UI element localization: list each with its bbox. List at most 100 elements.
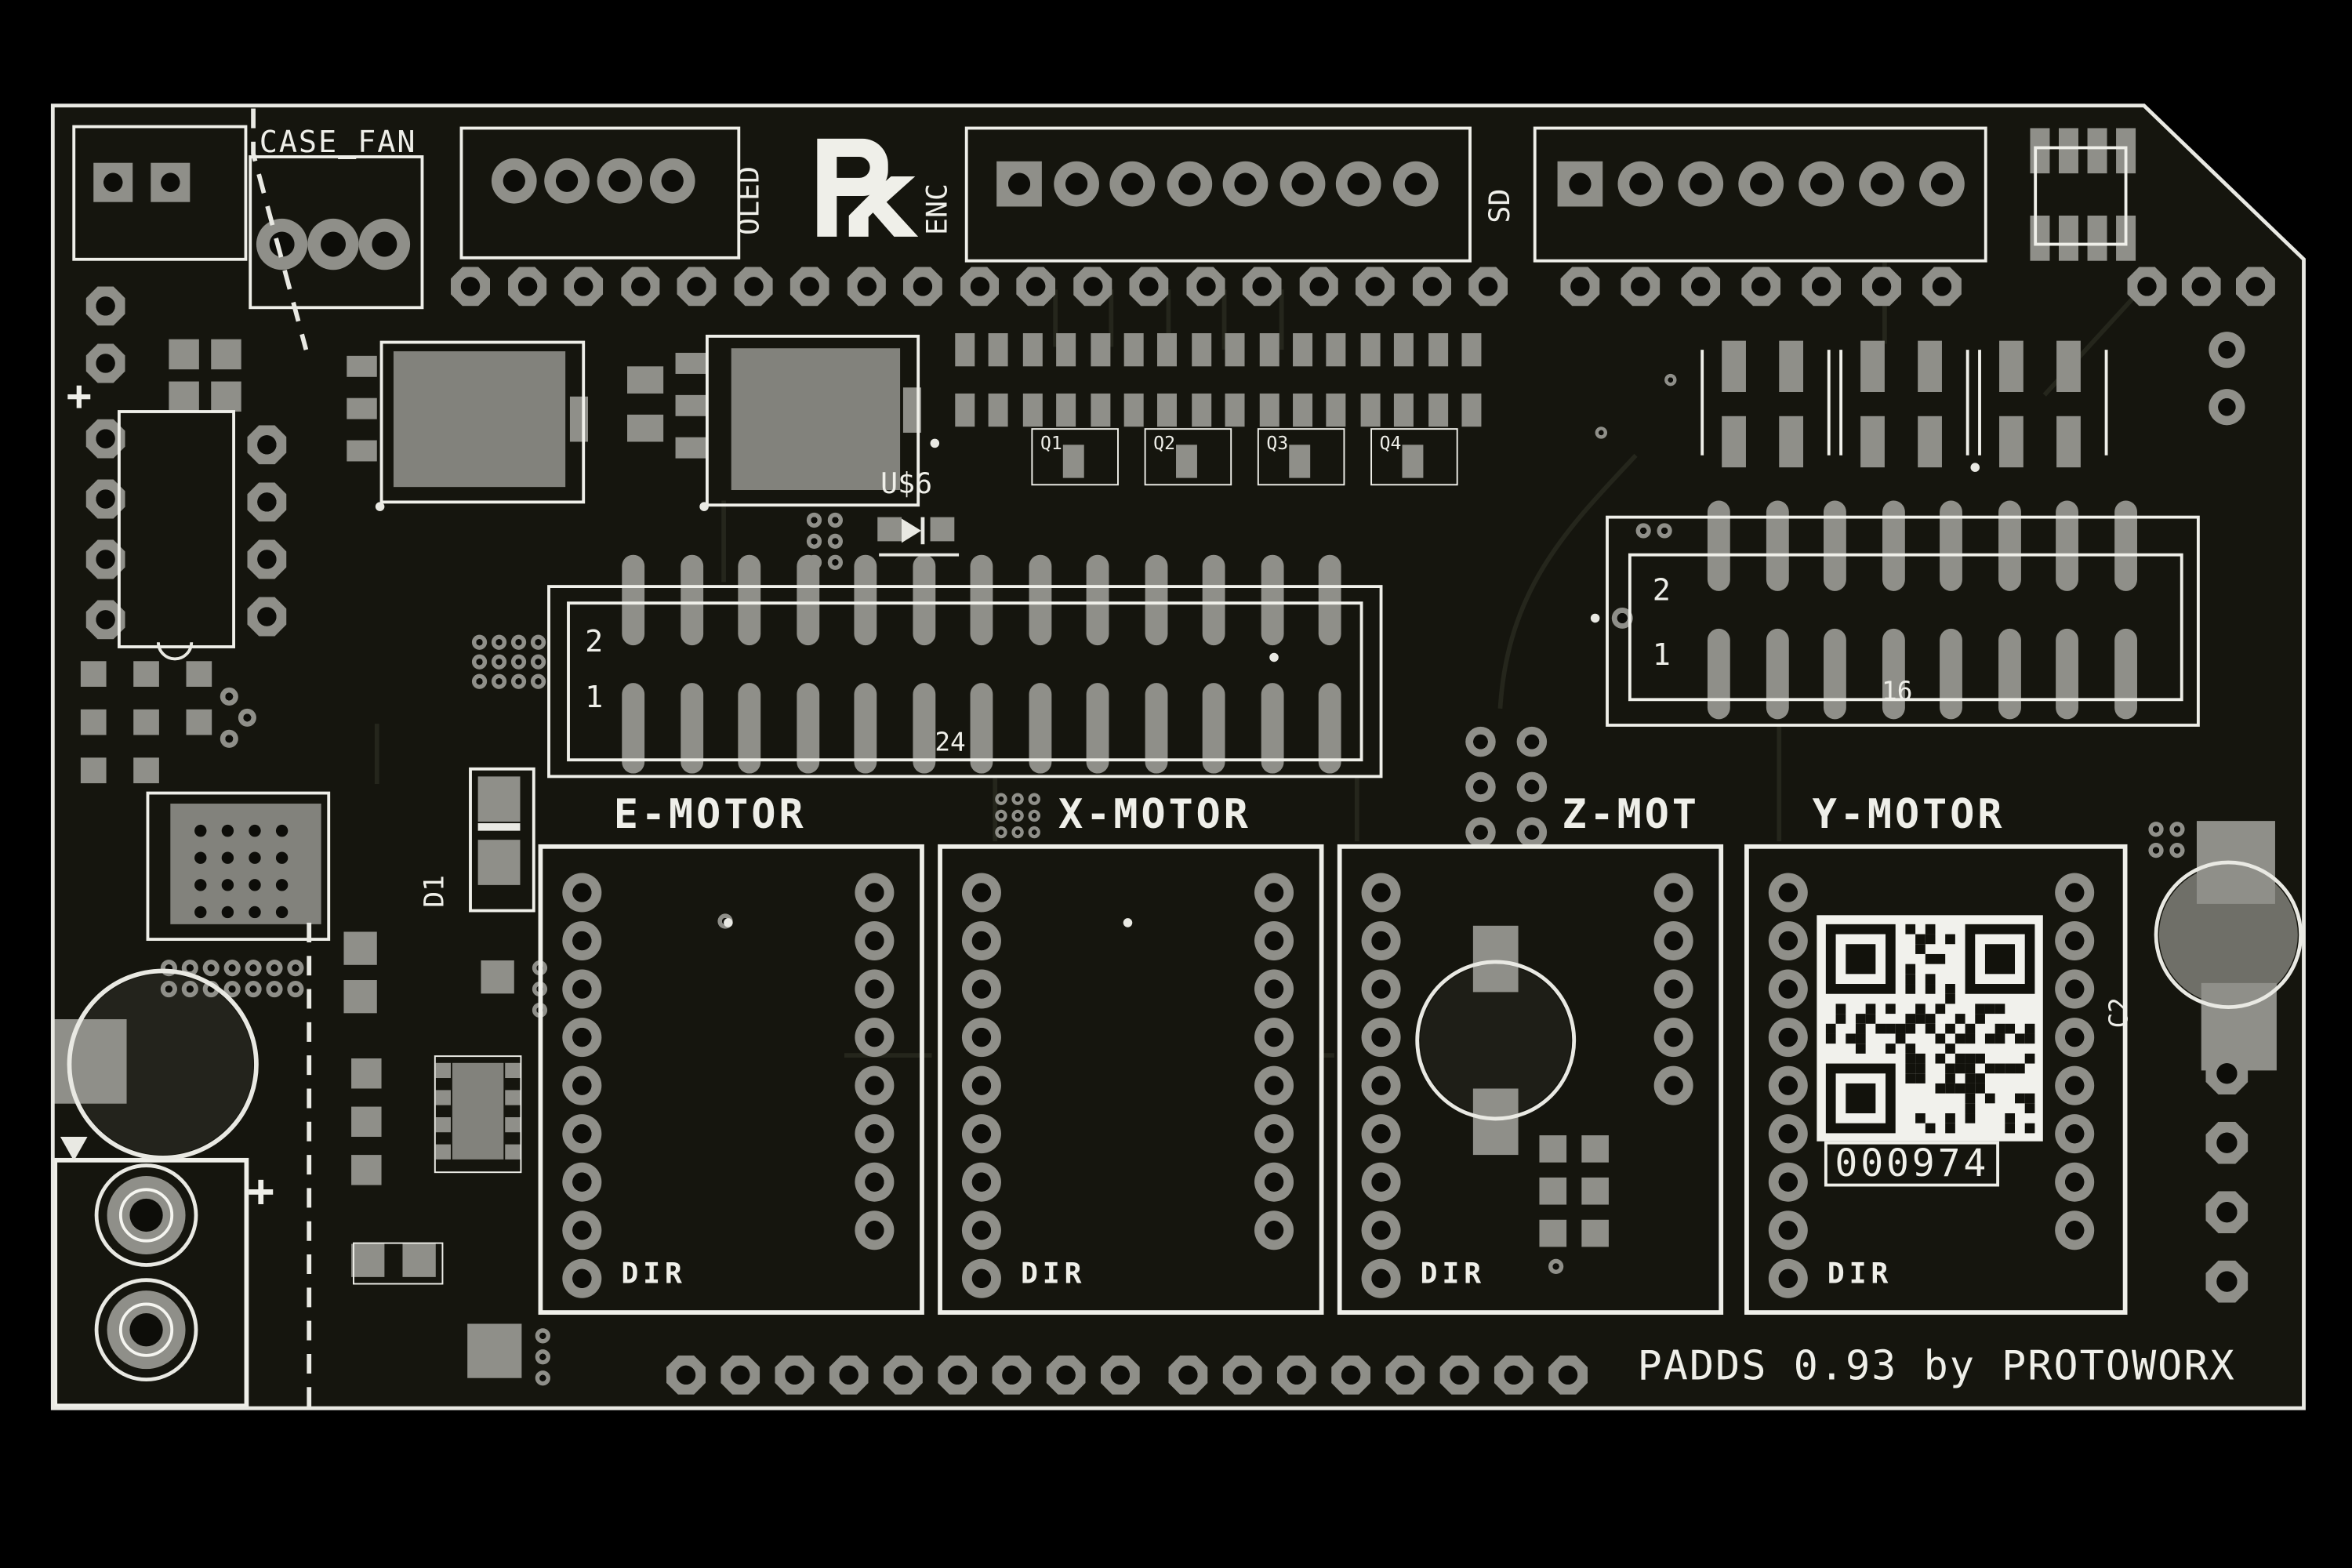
smd-pad bbox=[211, 339, 241, 370]
sot-outline-3 bbox=[1978, 350, 2108, 456]
through-hole-pad bbox=[1279, 161, 1325, 207]
power-connector-outline bbox=[53, 1157, 249, 1409]
smd-pad bbox=[1461, 393, 1482, 427]
through-hole-pad bbox=[2205, 1121, 2249, 1164]
through-hole-pad bbox=[2055, 1114, 2095, 1154]
through-hole-pad bbox=[960, 267, 1000, 307]
through-hole-pad bbox=[961, 1114, 1001, 1154]
slot-pad bbox=[1823, 628, 1846, 720]
slot-pad bbox=[738, 554, 761, 646]
pin-dot bbox=[221, 906, 234, 919]
smd-pad bbox=[989, 393, 1009, 427]
through-hole-pad bbox=[855, 1162, 895, 1202]
slot-pad bbox=[680, 554, 703, 646]
smd-pad bbox=[1539, 1219, 1567, 1247]
smd-pad bbox=[80, 661, 107, 687]
sot-outline-1 bbox=[1700, 350, 1831, 456]
through-hole-pad bbox=[1331, 1355, 1371, 1395]
connector24-outline bbox=[547, 585, 1383, 779]
through-hole-pad bbox=[1361, 921, 1401, 961]
through-hole-pad bbox=[1361, 873, 1401, 913]
smd-pad bbox=[133, 757, 159, 784]
through-hole-pad bbox=[789, 267, 829, 307]
connector24-inner-outline bbox=[567, 601, 1363, 762]
smd-pad bbox=[1360, 393, 1381, 427]
through-hole-pad bbox=[2205, 1191, 2249, 1234]
via bbox=[510, 654, 527, 670]
smd-pad bbox=[133, 661, 159, 687]
slot-pad bbox=[1202, 554, 1225, 646]
smd-pad bbox=[989, 333, 1009, 367]
plus-marking-top: + bbox=[66, 371, 93, 421]
through-hole-pad bbox=[1516, 771, 1548, 803]
connector16-pin1-label: 1 bbox=[1652, 636, 1671, 673]
through-hole-pad bbox=[1859, 161, 1904, 207]
via bbox=[491, 634, 507, 650]
smd-pad bbox=[351, 1106, 382, 1138]
smd-pad bbox=[1402, 445, 1424, 478]
via bbox=[1011, 793, 1024, 805]
pin-dot bbox=[194, 879, 207, 891]
through-hole-pad bbox=[1653, 873, 1693, 913]
square-pad bbox=[93, 162, 133, 202]
through-hole-pad bbox=[1361, 1162, 1401, 1202]
smd-pad bbox=[1779, 416, 1804, 468]
slot-pad bbox=[1260, 683, 1283, 774]
slot-pad bbox=[622, 554, 645, 646]
via bbox=[238, 708, 256, 727]
through-hole-pad bbox=[961, 873, 1001, 913]
through-hole-pad bbox=[2181, 267, 2221, 307]
label-z-motor: Z-MOT bbox=[1562, 791, 1700, 839]
component-body bbox=[393, 351, 566, 488]
smd-pad bbox=[1258, 333, 1279, 367]
smd-pad bbox=[1123, 333, 1144, 367]
via bbox=[806, 512, 822, 528]
capacitor-outline-left bbox=[67, 968, 259, 1160]
fan-connector-outline bbox=[249, 155, 424, 310]
slot-pad bbox=[1765, 500, 1788, 591]
smd-pad bbox=[347, 440, 377, 462]
smd-pad bbox=[186, 661, 212, 687]
through-hole-pad bbox=[247, 539, 287, 579]
label-c2: C2 bbox=[2104, 997, 2136, 1029]
component-body bbox=[452, 1062, 504, 1160]
pin-dot bbox=[275, 851, 289, 864]
via bbox=[471, 673, 488, 689]
smd-pad bbox=[2058, 128, 2078, 174]
smd-pad bbox=[2030, 216, 2050, 261]
via bbox=[530, 634, 546, 650]
through-hole-pad bbox=[247, 597, 287, 637]
qr-code bbox=[1817, 915, 2043, 1142]
through-hole-pad bbox=[846, 267, 886, 307]
through-hole-pad bbox=[1298, 267, 1338, 307]
slot-pad bbox=[1144, 554, 1167, 646]
through-hole-pad bbox=[1465, 726, 1496, 757]
through-hole-pad bbox=[855, 1210, 895, 1250]
via bbox=[827, 512, 844, 528]
slot-pad bbox=[1144, 683, 1167, 774]
label-q1: Q1 bbox=[1040, 432, 1062, 454]
through-hole-pad bbox=[855, 921, 895, 961]
e-motor-socket-outline bbox=[538, 844, 924, 1315]
through-hole-pad bbox=[562, 1114, 602, 1154]
smd-pad bbox=[1394, 333, 1414, 367]
pin-dot bbox=[194, 906, 207, 919]
slot-pad bbox=[2114, 500, 2137, 591]
smd-pad bbox=[347, 397, 377, 419]
through-hole-pad bbox=[2055, 969, 2095, 1009]
x-motor-socket-outline bbox=[938, 844, 1324, 1315]
label-q3: Q3 bbox=[1266, 432, 1289, 454]
through-hole-pad bbox=[938, 1355, 978, 1395]
via bbox=[1595, 426, 1608, 439]
through-hole-pad bbox=[649, 158, 695, 204]
q3-outline bbox=[1257, 428, 1345, 486]
capacitor-body-zmot bbox=[1420, 964, 1571, 1116]
via bbox=[287, 960, 304, 977]
through-hole-pad bbox=[358, 218, 411, 270]
through-hole-pad bbox=[829, 1355, 869, 1395]
smd-pad bbox=[1461, 333, 1482, 367]
via bbox=[245, 980, 262, 998]
through-hole-pad bbox=[1653, 1018, 1693, 1058]
slot-pad bbox=[1086, 683, 1109, 774]
